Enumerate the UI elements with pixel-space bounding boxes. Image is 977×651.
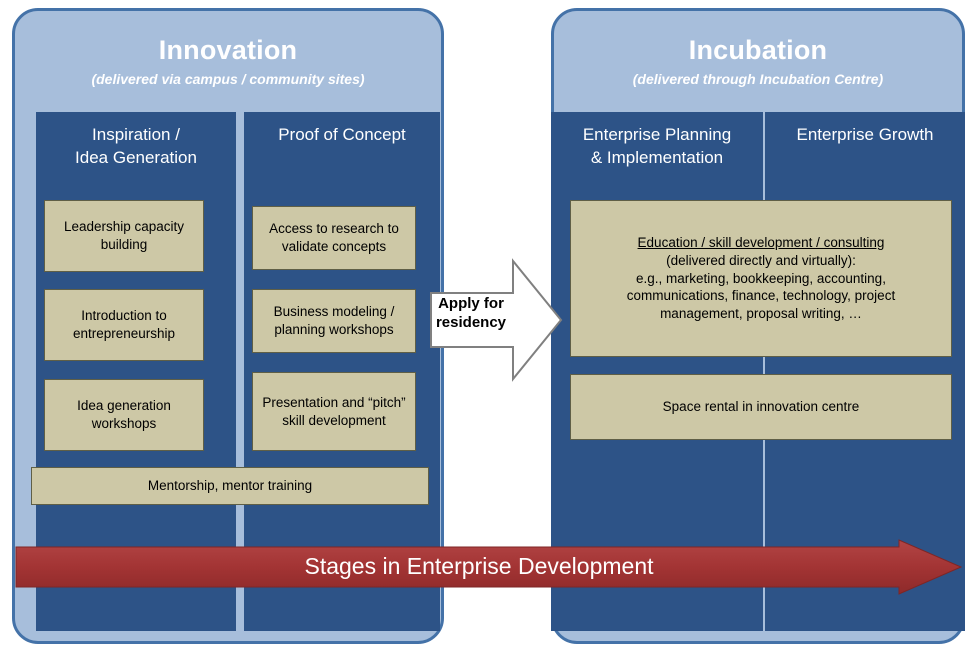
stages-arrow-icon xyxy=(15,539,963,595)
column-inspiration-heading-line1: Inspiration / xyxy=(92,125,180,144)
column-enterprise-planning-heading-line1: Enterprise Planning xyxy=(582,125,732,144)
apply-arrow-icon xyxy=(430,258,563,382)
panel-innovation-subtitle: (delivered via campus / community sites) xyxy=(91,71,365,87)
education-line-3: e.g., marketing, bookkeeping, accounting… xyxy=(636,270,886,286)
box-presentation-pitch-skill-development: Presentation and “pitch” skill developme… xyxy=(252,372,416,451)
column-inspiration-idea-generation: Inspiration / Idea Generation xyxy=(36,112,236,631)
box-mentorship-mentor-training: Mentorship, mentor training xyxy=(31,467,429,505)
panel-incubation-title: Incubation xyxy=(688,35,828,65)
apply-for-residency-arrow: Apply for residency xyxy=(429,255,563,385)
column-enterprise-growth-heading: Enterprise Growth xyxy=(796,125,934,144)
column-proof-of-concept: Proof of Concept xyxy=(244,112,440,631)
education-line-2: (delivered directly and virtually): xyxy=(666,252,856,268)
stages-arrow-label: Stages in Enterprise Development xyxy=(304,553,654,579)
column-enterprise-planning-heading-line2: & Implementation xyxy=(590,147,724,167)
column-inspiration-heading-line2: Idea Generation xyxy=(75,147,197,167)
column-inspiration-heading: Inspiration / Idea Generation xyxy=(36,112,236,170)
apply-for-residency-label: Apply for residency xyxy=(435,295,507,333)
box-introduction-to-entrepreneurship: Introduction to entrepreneurship xyxy=(44,289,204,361)
column-enterprise-planning-heading: Enterprise Planning & Implementation xyxy=(551,112,763,170)
box-education-skill-development-consulting: Education / skill development / consulti… xyxy=(570,200,952,357)
education-line-5: management, proposal writing, … xyxy=(660,306,862,322)
column-proof-of-concept-heading: Proof of Concept xyxy=(278,125,406,144)
apply-label-line1: Apply for xyxy=(438,295,504,312)
panel-incubation-subtitle: (delivered through Incubation Centre) xyxy=(632,71,884,87)
panel-innovation-title: Innovation xyxy=(158,35,298,65)
box-space-rental-innovation-centre: Space rental in innovation centre xyxy=(570,374,952,440)
column-enterprise-growth: Enterprise Growth xyxy=(765,112,965,631)
apply-label-line2: residency xyxy=(435,313,507,331)
education-line-1: Education / skill development / consulti… xyxy=(637,234,885,250)
box-business-modeling-planning-workshops: Business modeling / planning workshops xyxy=(252,289,416,353)
box-access-to-research: Access to research to validate concepts xyxy=(252,206,416,270)
education-line-4: communications, finance, technology, pro… xyxy=(626,288,896,304)
box-leadership-capacity-building: Leadership capacity building xyxy=(44,200,204,272)
box-idea-generation-workshops: Idea generation workshops xyxy=(44,379,204,451)
stages-in-enterprise-development-arrow: Stages in Enterprise Development xyxy=(14,539,963,595)
column-enterprise-planning-implementation: Enterprise Planning & Implementation xyxy=(551,112,763,631)
